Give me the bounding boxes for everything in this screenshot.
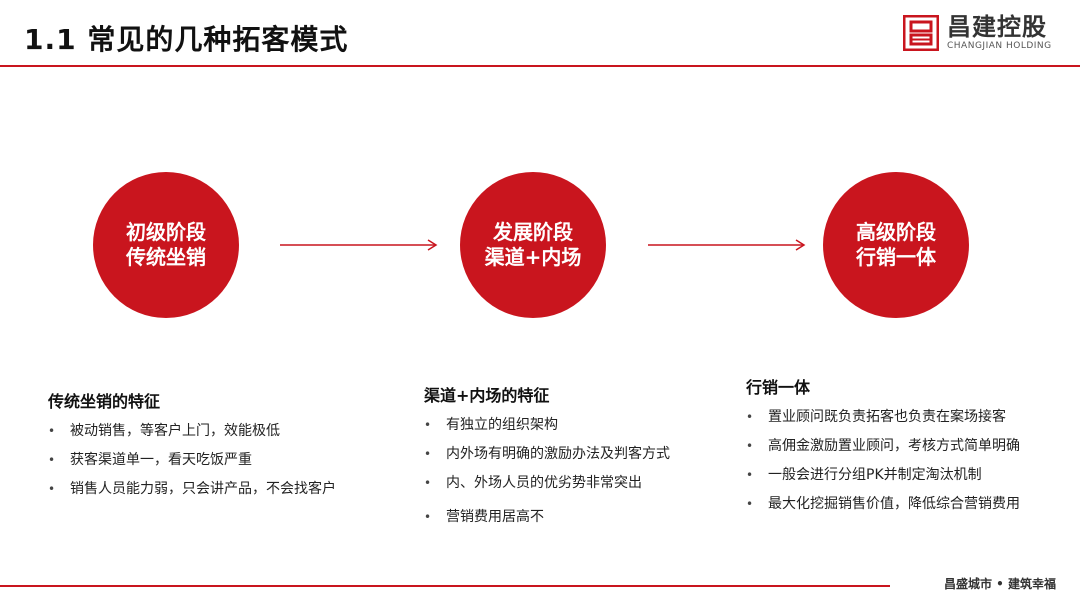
section-integrated: 行销一体 置业顾问既负责拓客也负责在案场接客 高佣金激励置业顾问，考核方式简单明… [746,374,1020,524]
section-traditional: 传统坐销的特征 被动销售，等客户上门，效能极低 获客渠道单一，看天吃饭严重 销售… [48,388,336,509]
footer-divider [0,585,890,587]
list-item: 一般会进行分组PK并制定淘汰机制 [746,466,1020,484]
stage-circle-advanced: 高级阶段 行销一体 [823,172,969,318]
stage-line2: 行销一体 [856,245,936,269]
section-title: 传统坐销的特征 [48,392,161,411]
stage-line1: 发展阶段 [493,220,573,244]
stage-line2: 传统坐销 [126,245,206,269]
arrow-right-icon [280,239,438,251]
list-item: 获客渠道单一，看天吃饭严重 [48,451,336,469]
list-item: 营销费用居高不 [424,508,670,526]
feature-list: 有独立的组织架构 内外场有明确的激励办法及判客方式 内、外场人员的优劣势非常突出… [424,416,670,526]
section-title: 行销一体 [746,378,811,397]
stage-line2: 渠道+内场 [484,245,582,269]
stage-circle-development: 发展阶段 渠道+内场 [460,172,606,318]
list-item: 内、外场人员的优劣势非常突出 [424,474,670,492]
stage-line1: 初级阶段 [126,220,206,244]
company-logo: 昌建控股 CHANGJIAN HOLDING [902,13,1052,52]
list-item: 销售人员能力弱，只会讲产品，不会找客户 [48,480,336,498]
list-item: 被动销售，等客户上门，效能极低 [48,422,336,440]
footer-slogan: 昌盛城市 • 建筑幸福 [943,577,1056,591]
logo-subtitle: CHANGJIAN HOLDING [947,41,1052,51]
section-title: 渠道+内场的特征 [424,386,550,405]
list-item: 置业顾问既负责拓客也负责在案场接客 [746,408,1020,426]
feature-list: 被动销售，等客户上门，效能极低 获客渠道单一，看天吃饭严重 销售人员能力弱，只会… [48,422,336,498]
list-item: 高佣金激励置业顾问，考核方式简单明确 [746,437,1020,455]
list-item: 内外场有明确的激励办法及判客方式 [424,445,670,463]
changjian-logo-icon [902,14,940,52]
arrow-right-icon [648,239,806,251]
page-title: 1.1 常见的几种拓客模式 [24,23,349,56]
list-item: 最大化挖掘销售价值，降低综合营销费用 [746,495,1020,513]
list-item: 有独立的组织架构 [424,416,670,434]
section-channel: 渠道+内场的特征 有独立的组织架构 内外场有明确的激励办法及判客方式 内、外场人… [424,382,670,537]
feature-list: 置业顾问既负责拓客也负责在案场接客 高佣金激励置业顾问，考核方式简单明确 一般会… [746,408,1020,513]
stage-line1: 高级阶段 [856,220,936,244]
logo-name: 昌建控股 [947,13,1047,41]
header-divider [0,65,1080,67]
stage-circle-primary: 初级阶段 传统坐销 [93,172,239,318]
